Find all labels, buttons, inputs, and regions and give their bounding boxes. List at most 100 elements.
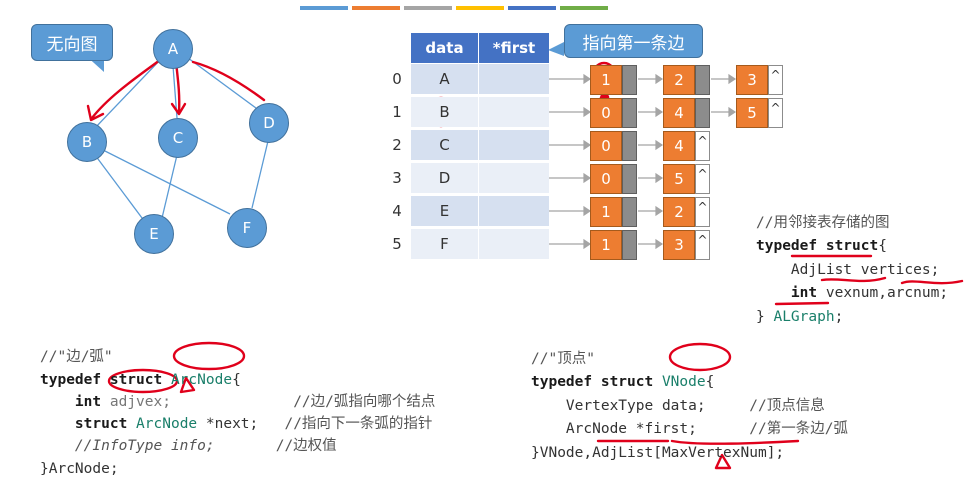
graph-node-c: C <box>158 118 198 158</box>
arc-null-next-cell: ^ <box>695 230 710 260</box>
arc-next-cell <box>622 164 637 194</box>
first-edge-callout: 指向第一条边 <box>564 24 703 58</box>
arc-adjvex-cell: 2 <box>663 65 695 95</box>
pen-arrowhead-b <box>86 104 105 122</box>
type-name: ALGraph <box>773 308 835 325</box>
pen-circle-vnode <box>668 342 732 372</box>
arc-adjvex-cell: 0 <box>590 164 622 194</box>
strip-segment <box>508 6 556 10</box>
code-comment: //指向下一条弧的指针 <box>284 416 433 433</box>
table-header-first: *first <box>479 33 549 63</box>
edge-c-e <box>161 154 178 219</box>
vertex-data-cell: B <box>411 97 478 127</box>
pen-circle-arcnode <box>172 341 246 371</box>
arc-next-cell <box>695 65 710 95</box>
next-arrowhead <box>728 106 737 118</box>
row-index: 2 <box>392 136 402 154</box>
vertex-first-cell <box>479 229 549 259</box>
edge-b-e <box>94 154 146 223</box>
pen-underline-algraph <box>774 301 830 306</box>
next-arrowhead <box>728 73 737 85</box>
edge-a-b <box>94 59 161 129</box>
table-header-data: data <box>411 33 478 63</box>
vertex-first-cell <box>479 130 549 160</box>
graph-node-a: A <box>153 29 193 69</box>
arc-adjvex-cell: 1 <box>590 197 622 227</box>
arc-null-next-cell: ^ <box>768 98 783 128</box>
ptr-arrowhead <box>583 238 592 250</box>
strip-segment <box>352 6 400 10</box>
pen-underline-vexnum <box>820 276 887 283</box>
arc-next-cell <box>622 98 637 128</box>
ptr-arrowhead <box>583 73 592 85</box>
code-comment: //边/弧指向哪个结点 <box>293 393 436 410</box>
ptr-arrowhead <box>583 172 592 184</box>
keyword: struct <box>74 416 128 433</box>
pen-circle-adjvex <box>107 368 179 394</box>
arc-adjvex-cell: 5 <box>736 98 768 128</box>
algraph-code: //用邻接表存储的图 typedef struct{ AdjList verti… <box>756 188 948 329</box>
vertex-first-cell <box>479 64 549 94</box>
arc-adjvex-cell: 4 <box>663 98 695 128</box>
vnode-comment: //"顶点" <box>531 350 595 367</box>
arc-adjvex-cell: 3 <box>736 65 768 95</box>
row-index: 3 <box>392 169 402 187</box>
strip-segment <box>456 6 504 10</box>
type-name: ArcNode <box>127 416 198 433</box>
type-name: VNode <box>661 374 706 390</box>
vertex-data-cell: C <box>411 130 478 160</box>
code-text: *next; <box>197 416 259 433</box>
keyword: typedef struct <box>531 374 654 390</box>
code-text: }VNode,AdjList[MaxVertexNum]; <box>531 444 785 461</box>
arc-next-cell <box>622 65 637 95</box>
undirected-graph-callout: 无向图 <box>31 24 113 61</box>
pen-arrow-a-d <box>191 60 266 102</box>
row-index: 0 <box>392 70 402 88</box>
next-arrowhead <box>655 205 664 217</box>
code-comment: //边权值 <box>275 438 337 455</box>
edge-b-f <box>102 149 231 215</box>
vertex-data-cell: A <box>411 64 478 94</box>
edge-d-f <box>251 140 269 209</box>
arc-next-cell <box>622 131 637 161</box>
type-name: ArcNode <box>170 371 233 388</box>
next-arrowhead <box>655 172 664 184</box>
pen-arrowhead-c <box>170 102 187 116</box>
arc-next-cell <box>622 197 637 227</box>
pen-triangle <box>179 376 196 394</box>
code-text: vexnum,arcnum; <box>817 285 949 301</box>
ptr-arrowhead <box>583 139 592 151</box>
pen-arrow-a-b <box>90 58 162 120</box>
code-text: VertexType data; <box>565 397 706 414</box>
vertex-first-cell <box>479 196 549 226</box>
graph-node-b: B <box>67 122 107 162</box>
code-text: { <box>705 374 715 390</box>
vertex-data-cell: E <box>411 196 478 226</box>
strip-segment <box>404 6 452 10</box>
field-name: adjvex; <box>101 393 171 410</box>
keyword: int <box>74 393 102 410</box>
arc-null-next-cell: ^ <box>695 131 710 161</box>
algraph-comment: //用邻接表存储的图 <box>756 214 890 231</box>
vertex-data-cell: D <box>411 163 478 193</box>
callout-tail-first <box>548 42 564 56</box>
arc-adjvex-cell: 0 <box>590 131 622 161</box>
code-text: ; <box>834 308 844 325</box>
pen-underline-arcnum <box>900 279 964 285</box>
vertex-first-cell <box>479 97 549 127</box>
arc-adjvex-cell: 1 <box>590 65 622 95</box>
arcnode-comment: //"边/弧" <box>40 349 113 366</box>
row-index: 1 <box>392 103 402 121</box>
next-arrowhead <box>655 139 664 151</box>
strip-segment <box>300 6 348 10</box>
row-index: 4 <box>392 202 402 220</box>
code-text: }ArcNode; <box>40 460 119 477</box>
arc-null-next-cell: ^ <box>768 65 783 95</box>
code-text: { <box>232 371 241 388</box>
arc-adjvex-cell: 3 <box>663 230 695 260</box>
arc-null-next-cell: ^ <box>695 164 710 194</box>
arc-adjvex-cell: 2 <box>663 197 695 227</box>
pen-underline-maxvertexnum <box>670 439 800 445</box>
keyword: int <box>790 285 818 301</box>
keyword: typedef struct <box>756 238 879 254</box>
